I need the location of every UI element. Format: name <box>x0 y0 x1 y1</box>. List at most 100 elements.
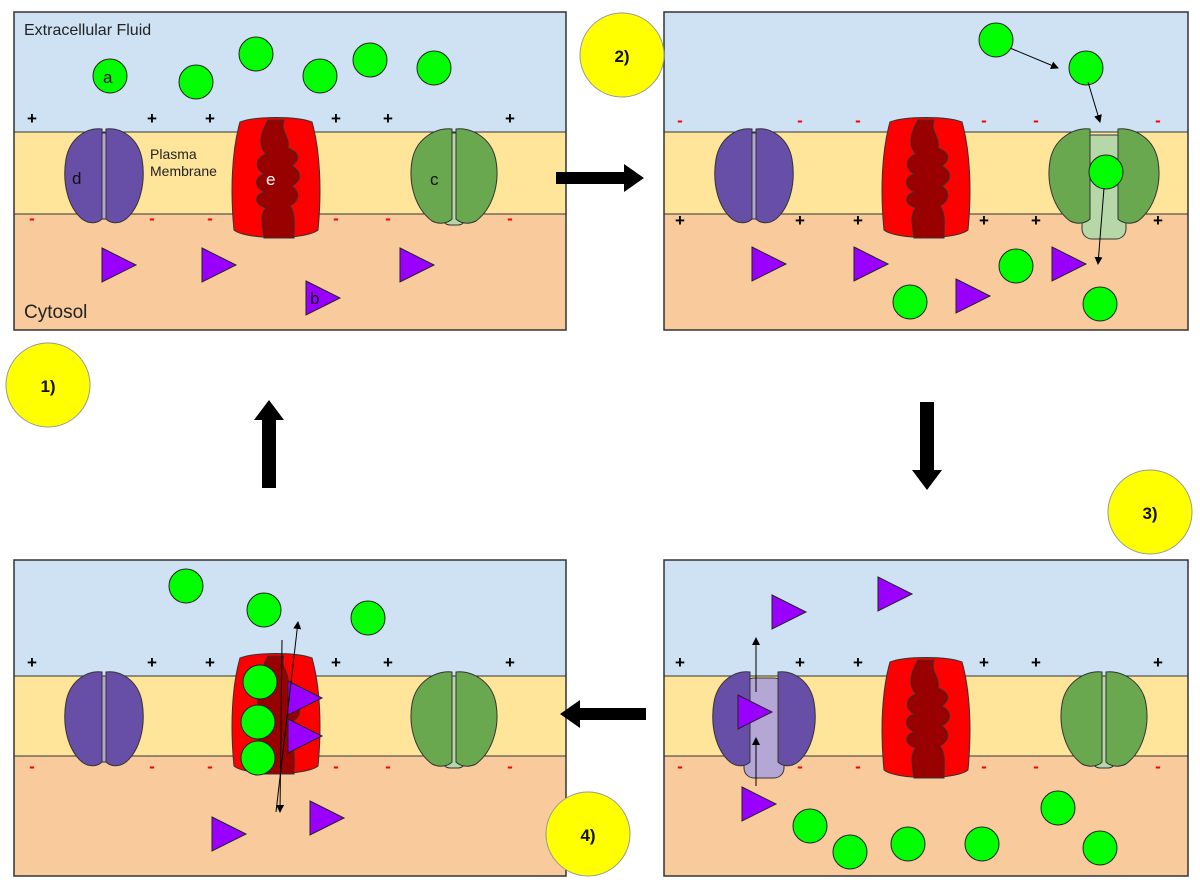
molecule-a-circle <box>892 284 928 320</box>
extracellular-label: Extracellular Fluid <box>24 22 151 39</box>
minus-charge: - <box>385 209 391 228</box>
molecule-b-triangle <box>741 786 778 822</box>
molecule-b-triangle <box>955 278 992 314</box>
molecule-b-triangle <box>737 694 774 730</box>
arrow-down <box>912 402 942 490</box>
arrow-in <box>1009 47 1059 69</box>
molecule-a-circle <box>168 568 204 604</box>
plus-charge: + <box>979 211 989 230</box>
plus-charge: + <box>853 653 863 672</box>
molecule-a-circle <box>832 834 868 870</box>
minus-charge: - <box>507 757 513 776</box>
minus-charge: - <box>29 757 35 776</box>
molecule-a-circle <box>350 600 386 636</box>
cycle-arrows <box>254 164 942 728</box>
molecule-a-circle <box>998 248 1034 284</box>
molecule-b-triangle <box>309 800 346 836</box>
minus-charge: - <box>981 757 987 776</box>
molecule-a-circle <box>178 64 214 100</box>
molecule-b-triangle <box>287 680 324 716</box>
channel-c <box>410 671 498 769</box>
panel-4: ++++++ ------ <box>13 559 567 877</box>
molecule-b-triangle <box>751 246 788 282</box>
plus-charges: ++++++ <box>27 653 515 672</box>
minus-charges: ------ <box>29 757 513 776</box>
arrow-left <box>560 700 646 728</box>
molecule-a-circle <box>238 36 274 72</box>
svg-text:2): 2) <box>614 47 629 66</box>
arrow-pump <box>275 621 302 813</box>
minus-charge: - <box>29 209 35 228</box>
minus-charge: - <box>855 111 861 130</box>
svg-text:4): 4) <box>580 826 595 845</box>
plus-charge: + <box>331 109 341 128</box>
minus-charge: - <box>507 209 513 228</box>
pump-e <box>881 657 971 779</box>
molecule-a-circle <box>240 740 276 776</box>
minus-charge: - <box>1155 111 1161 130</box>
molecule-a-label: a <box>103 68 113 87</box>
molecule-a-circle <box>246 592 282 628</box>
molecule-a-circle <box>242 664 278 700</box>
arrow-pump <box>276 639 285 813</box>
protein-d-label: d <box>72 169 81 188</box>
minus-charge: - <box>797 111 803 130</box>
pump-e <box>231 117 321 239</box>
molecule-b-triangle <box>211 816 248 852</box>
molecule-a-circle <box>1068 50 1104 86</box>
molecule-a-circle <box>352 42 388 78</box>
cytosol-label: Cytosol <box>24 302 87 323</box>
minus-charges: ------ <box>677 757 1161 776</box>
plus-charge: + <box>1153 653 1163 672</box>
step-badge-3: 3) <box>1107 469 1193 555</box>
minus-charge: - <box>385 757 391 776</box>
molecule-a-circle <box>416 50 452 86</box>
step-badge-2: 2) <box>579 12 665 98</box>
minus-charge: - <box>207 757 213 776</box>
minus-charge: - <box>149 757 155 776</box>
plus-charge: + <box>505 109 515 128</box>
molecule-a-circle <box>302 58 338 94</box>
protein-c-label: c <box>430 170 439 189</box>
arrow-in <box>1087 81 1102 123</box>
plus-charge: + <box>1153 211 1163 230</box>
molecule-b-triangle <box>101 247 138 283</box>
molecule-a-circle <box>1082 830 1118 866</box>
molecule-b-triangle <box>287 718 324 754</box>
plus-charge: + <box>205 653 215 672</box>
plus-charge: + <box>383 653 393 672</box>
plus-charges: ++++++ <box>27 109 515 128</box>
minus-charge: - <box>677 111 683 130</box>
plus-charge: + <box>979 653 989 672</box>
minus-charge: - <box>207 209 213 228</box>
channel-d <box>64 671 144 767</box>
molecule-a-circle <box>240 704 276 740</box>
plus-charge: + <box>1031 653 1041 672</box>
minus-charge: - <box>981 111 987 130</box>
arrow-in <box>1094 187 1105 265</box>
plus-charge: + <box>675 653 685 672</box>
panel-2: ------ ++++++ <box>663 11 1189 331</box>
molecule-b-triangle <box>1051 246 1088 282</box>
channel-c <box>410 128 498 226</box>
molecule-b-triangle <box>201 247 238 283</box>
channel-c <box>1060 671 1148 769</box>
minus-charge: - <box>1155 757 1161 776</box>
molecule-a-circle <box>964 826 1000 862</box>
minus-charges: ------ <box>677 111 1161 130</box>
molecule-b-triangle <box>399 247 436 283</box>
plus-charge: + <box>147 653 157 672</box>
minus-charge: - <box>855 757 861 776</box>
panel-3: ++++++ ------ <box>663 559 1189 877</box>
molecule-a-circle <box>978 22 1014 58</box>
pump-e <box>881 117 971 239</box>
molecule-b-triangle <box>877 576 914 612</box>
plus-charge: + <box>675 211 685 230</box>
molecule-b-label: b <box>310 289 319 308</box>
molecule-b-triangle <box>771 594 808 630</box>
molecule-a-circle <box>1082 286 1118 322</box>
arrow-right <box>556 164 644 192</box>
